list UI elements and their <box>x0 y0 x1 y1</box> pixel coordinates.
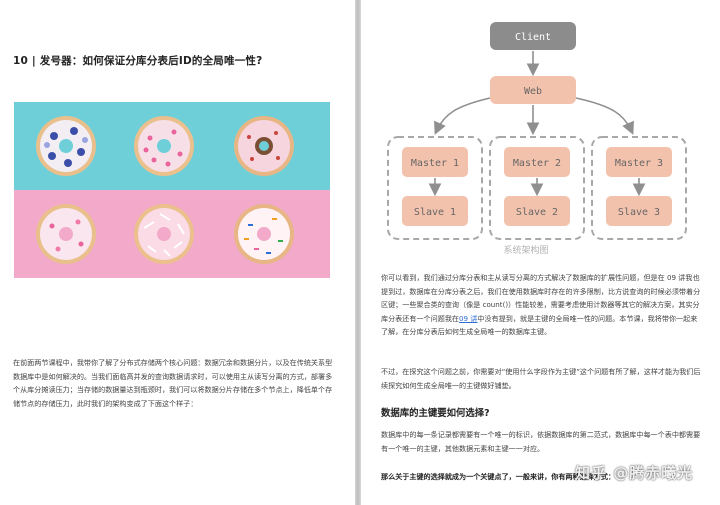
diagram-caption: 系统架构图 <box>503 244 548 256</box>
donuts-image <box>14 102 330 278</box>
watermark: 知乎 @腾赤曦光 <box>575 464 694 482</box>
slave-1-node <box>402 196 468 226</box>
paragraph-scaling: 你可以看到，我们通过分库分表和主从读写分离的方式解决了数据库的扩展性问题，但是在… <box>381 271 701 339</box>
shard-group-2 <box>489 136 585 240</box>
section-heading: 数据库的主键要如何选择? <box>381 408 490 419</box>
paragraph-unique-identifier: 数据库中的每一条记录都需要有一个唯一的标识，依据数据库的第二范式，数据库中每一个… <box>381 430 701 453</box>
architecture-diagram: Client Web Master 1 Slave 1 Master 2 Sla… <box>387 22 687 256</box>
master-2-node <box>504 147 570 177</box>
arrow-web-group-3 <box>575 97 634 135</box>
shard-group-3 <box>591 136 687 240</box>
shard-group-1 <box>387 136 483 240</box>
master-3-node <box>606 147 672 177</box>
web-label: Web <box>524 86 542 97</box>
slave-3-node <box>606 196 672 226</box>
intro-paragraph: 在前面两节课程中，我带你了解了分布式存储两个核心问题：数据冗余和数据分片，以及在… <box>13 358 333 408</box>
web-node <box>490 76 576 104</box>
slave-2-node <box>504 196 570 226</box>
client-node <box>490 22 576 50</box>
slave-3-label: Slave 3 <box>618 207 660 218</box>
paragraph-key-choice: 那么关于主键的选择就成为一个关键点了，一般来讲，你有两种选择方式： <box>381 472 616 481</box>
page-gutter <box>355 0 361 505</box>
master-1-node <box>402 147 468 177</box>
paragraph-primary-key-intro: 不过，在探究这个问题之前，你需要对“使用什么字段作为主键”这个问题有所了解，这样… <box>381 367 701 390</box>
master-1-label: Master 1 <box>411 158 459 169</box>
slave-2-label: Slave 2 <box>516 207 558 218</box>
paragraph-scaling-text-2: 中没有提到，就是主键的全局唯一性的问题。本节课，我将带你一起来了解，在分库分表后… <box>381 313 698 337</box>
master-3-label: Master 3 <box>615 158 663 169</box>
client-label: Client <box>515 32 551 43</box>
left-page: 10 | 发号器：如何保证分库分表后ID的全局唯一性? <box>0 0 355 505</box>
paragraph-scaling-text-1: 你可以看到，我们通过分库分表和主从读写分离的方式解决了数据库的扩展性问题，但是在… <box>381 273 701 323</box>
arrow-web-group-1 <box>434 97 491 135</box>
master-2-label: Master 2 <box>513 158 561 169</box>
slave-1-label: Slave 1 <box>414 207 456 218</box>
chapter-title: 10 | 发号器：如何保证分库分表后ID的全局唯一性? <box>13 55 263 67</box>
donuts-photo <box>14 102 330 278</box>
right-page: Client Web Master 1 Slave 1 Master 2 Sla… <box>361 0 720 505</box>
lesson-09-link[interactable]: 09 讲 <box>459 313 478 323</box>
